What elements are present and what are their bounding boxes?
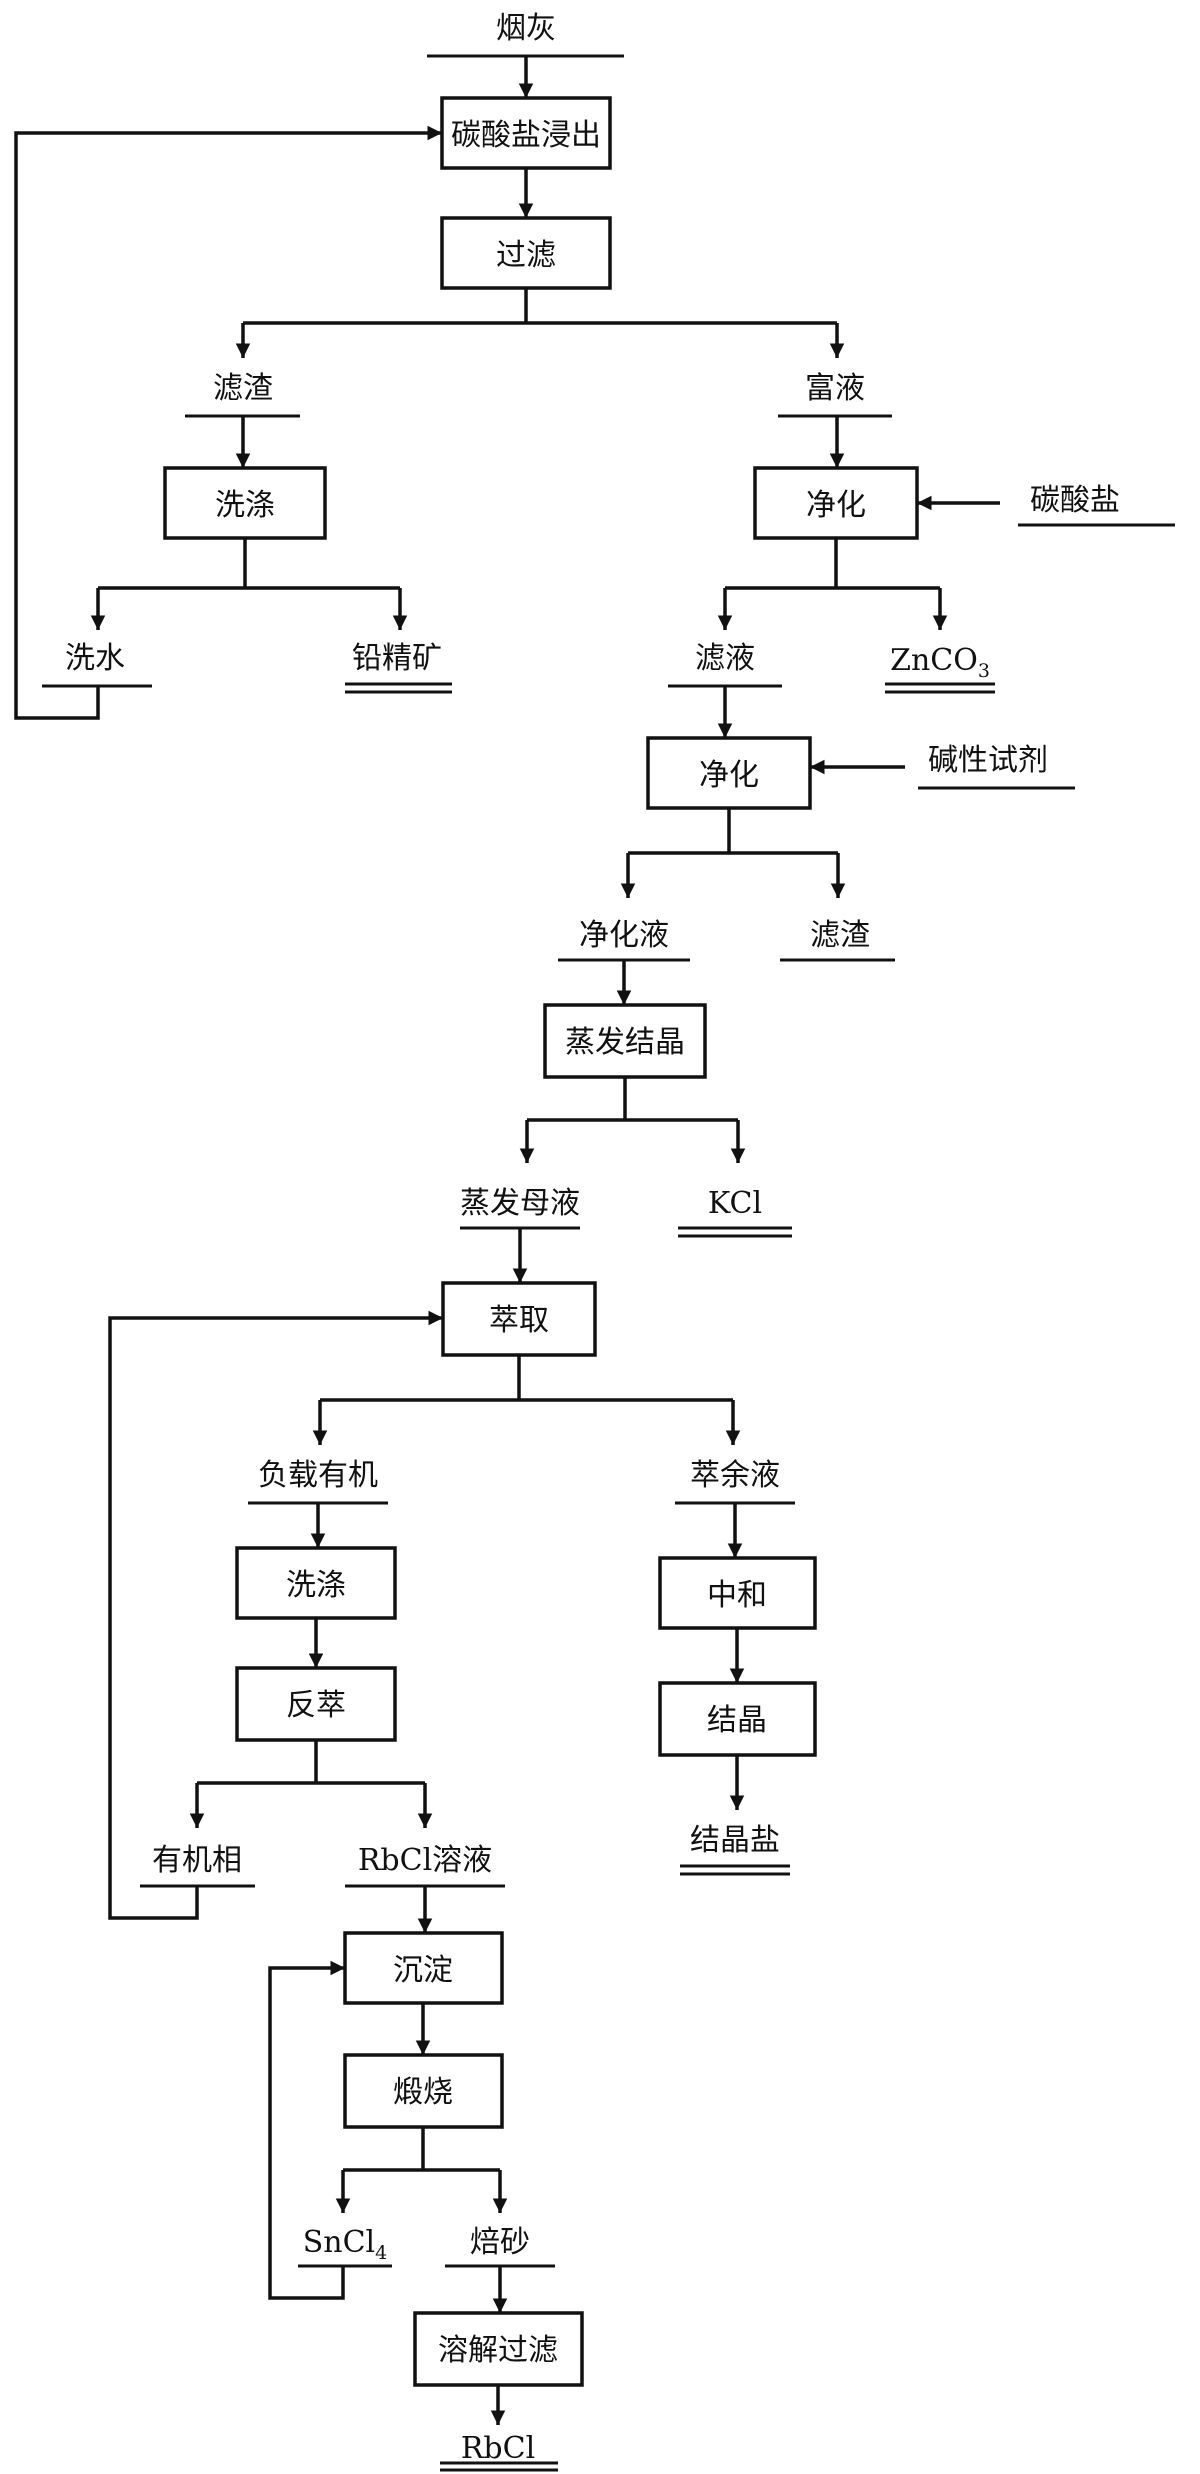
tin-chloride-node: SnCl4 bbox=[298, 2225, 392, 2268]
alkaline-reagent-label: 碱性试剂 bbox=[928, 743, 1048, 778]
neutralize-label: 中和 bbox=[707, 1578, 767, 1613]
lead-concentrate-node: 铅精矿 bbox=[345, 641, 452, 694]
evap-mother-liquor-label: 蒸发母液 bbox=[460, 1186, 580, 1221]
extraction-box: 萃取 bbox=[441, 1281, 597, 1357]
dissolve-filter-box: 溶解过滤 bbox=[413, 2311, 584, 2387]
tin-chloride-label: SnCl bbox=[303, 2225, 375, 2260]
raffinate-label: 萃余液 bbox=[690, 1458, 780, 1493]
evap-crystallize-label: 蒸发结晶 bbox=[565, 1025, 685, 1060]
wash-water-label: 洗水 bbox=[65, 641, 125, 676]
tin-chloride-subscript: 4 bbox=[375, 2242, 387, 2264]
rbcl-solution-label: RbCl溶液 bbox=[358, 1843, 492, 1878]
rich-liquor-node: 富液 bbox=[778, 371, 892, 418]
purify-1-label: 净化 bbox=[806, 488, 866, 523]
recycle-wash-water-to-leach bbox=[14, 125, 442, 720]
svg-text:ZnCO3: ZnCO3 bbox=[890, 643, 990, 682]
carbonate-reagent-label: 碳酸盐 bbox=[1030, 483, 1120, 518]
purify-2-box: 净化 bbox=[646, 736, 812, 810]
filtrate-label: 滤液 bbox=[695, 641, 755, 676]
lead-concentrate-label: 铅精矿 bbox=[352, 641, 442, 676]
wash-organic-box: 洗涤 bbox=[235, 1546, 397, 1620]
purified-liquor-node: 净化液 bbox=[558, 918, 690, 962]
organic-phase-node: 有机相 bbox=[140, 1843, 255, 1888]
purify-2-label: 净化 bbox=[699, 758, 759, 793]
loaded-organic-node: 负载有机 bbox=[248, 1458, 388, 1505]
filter-residue-1-label: 滤渣 bbox=[213, 371, 273, 406]
evap-crystallize-box: 蒸发结晶 bbox=[543, 1003, 707, 1079]
wash-residue-box: 洗涤 bbox=[163, 466, 327, 540]
strip-label: 反萃 bbox=[286, 1688, 346, 1723]
purify-1-box: 净化 bbox=[753, 466, 919, 540]
precipitate-label: 沉淀 bbox=[393, 1953, 453, 1988]
neutralize-box: 中和 bbox=[658, 1556, 817, 1630]
evap-mother-liquor-node: 蒸发母液 bbox=[460, 1186, 580, 1230]
purified-liquor-label: 净化液 bbox=[579, 918, 669, 953]
wash-water-node: 洗水 bbox=[42, 641, 152, 688]
potassium-chloride-label: KCl bbox=[708, 1186, 762, 1221]
calcine-label: 煅烧 bbox=[393, 2075, 453, 2110]
filter-residue-2-node: 滤渣 bbox=[780, 918, 895, 962]
organic-phase-label: 有机相 bbox=[152, 1843, 242, 1878]
raffinate-node: 萃余液 bbox=[675, 1458, 795, 1505]
wash-organic-label: 洗涤 bbox=[286, 1568, 346, 1603]
loaded-organic-label: 负载有机 bbox=[258, 1458, 378, 1493]
zinc-carbonate-subscript: 3 bbox=[978, 660, 990, 682]
filtration-label: 过滤 bbox=[496, 238, 556, 273]
rbcl-solution-node: RbCl溶液 bbox=[345, 1843, 505, 1888]
wash-residue-label: 洗涤 bbox=[215, 488, 275, 523]
zinc-carbonate-label: ZnCO bbox=[890, 643, 978, 678]
strip-box: 反萃 bbox=[235, 1666, 397, 1742]
feed-node: 烟灰 bbox=[427, 11, 624, 58]
crystal-salt-node: 结晶盐 bbox=[680, 1823, 790, 1876]
calcine-sand-label: 焙砂 bbox=[470, 2225, 530, 2260]
potassium-chloride-node: KCl bbox=[678, 1186, 792, 1238]
calcine-box: 煅烧 bbox=[343, 2053, 504, 2129]
rubidium-chloride-node: RbCl bbox=[440, 2431, 558, 2472]
crystal-salt-label: 结晶盐 bbox=[690, 1823, 780, 1858]
rubidium-chloride-label: RbCl bbox=[461, 2431, 535, 2466]
feed-label: 烟灰 bbox=[496, 11, 556, 46]
carbonate-leach-label: 碳酸盐浸出 bbox=[451, 118, 601, 153]
crystallize-label: 结晶 bbox=[707, 1703, 767, 1738]
zinc-carbonate-node: ZnCO3 bbox=[885, 643, 995, 694]
filter-residue-2-label: 滤渣 bbox=[810, 918, 870, 953]
dissolve-filter-label: 溶解过滤 bbox=[438, 2333, 558, 2368]
svg-text:SnCl4: SnCl4 bbox=[303, 2225, 388, 2264]
carbonate-leach-box: 碳酸盐浸出 bbox=[440, 96, 612, 170]
crystallize-box: 结晶 bbox=[658, 1681, 817, 1757]
recycle-organic-to-extraction bbox=[108, 1310, 443, 1920]
recycle-tin-chloride-to-precipitate bbox=[268, 1960, 345, 2300]
filter-residue-1-node: 滤渣 bbox=[185, 371, 300, 418]
calcine-sand-node: 焙砂 bbox=[445, 2225, 555, 2268]
precipitate-box: 沉淀 bbox=[343, 1931, 504, 2005]
filtrate-node: 滤液 bbox=[668, 641, 782, 688]
rich-liquor-label: 富液 bbox=[805, 371, 865, 406]
carbonate-reagent-node: 碳酸盐 bbox=[1018, 483, 1175, 527]
extraction-label: 萃取 bbox=[489, 1303, 549, 1338]
alkaline-reagent-node: 碱性试剂 bbox=[918, 743, 1075, 790]
filtration-box: 过滤 bbox=[440, 216, 612, 290]
